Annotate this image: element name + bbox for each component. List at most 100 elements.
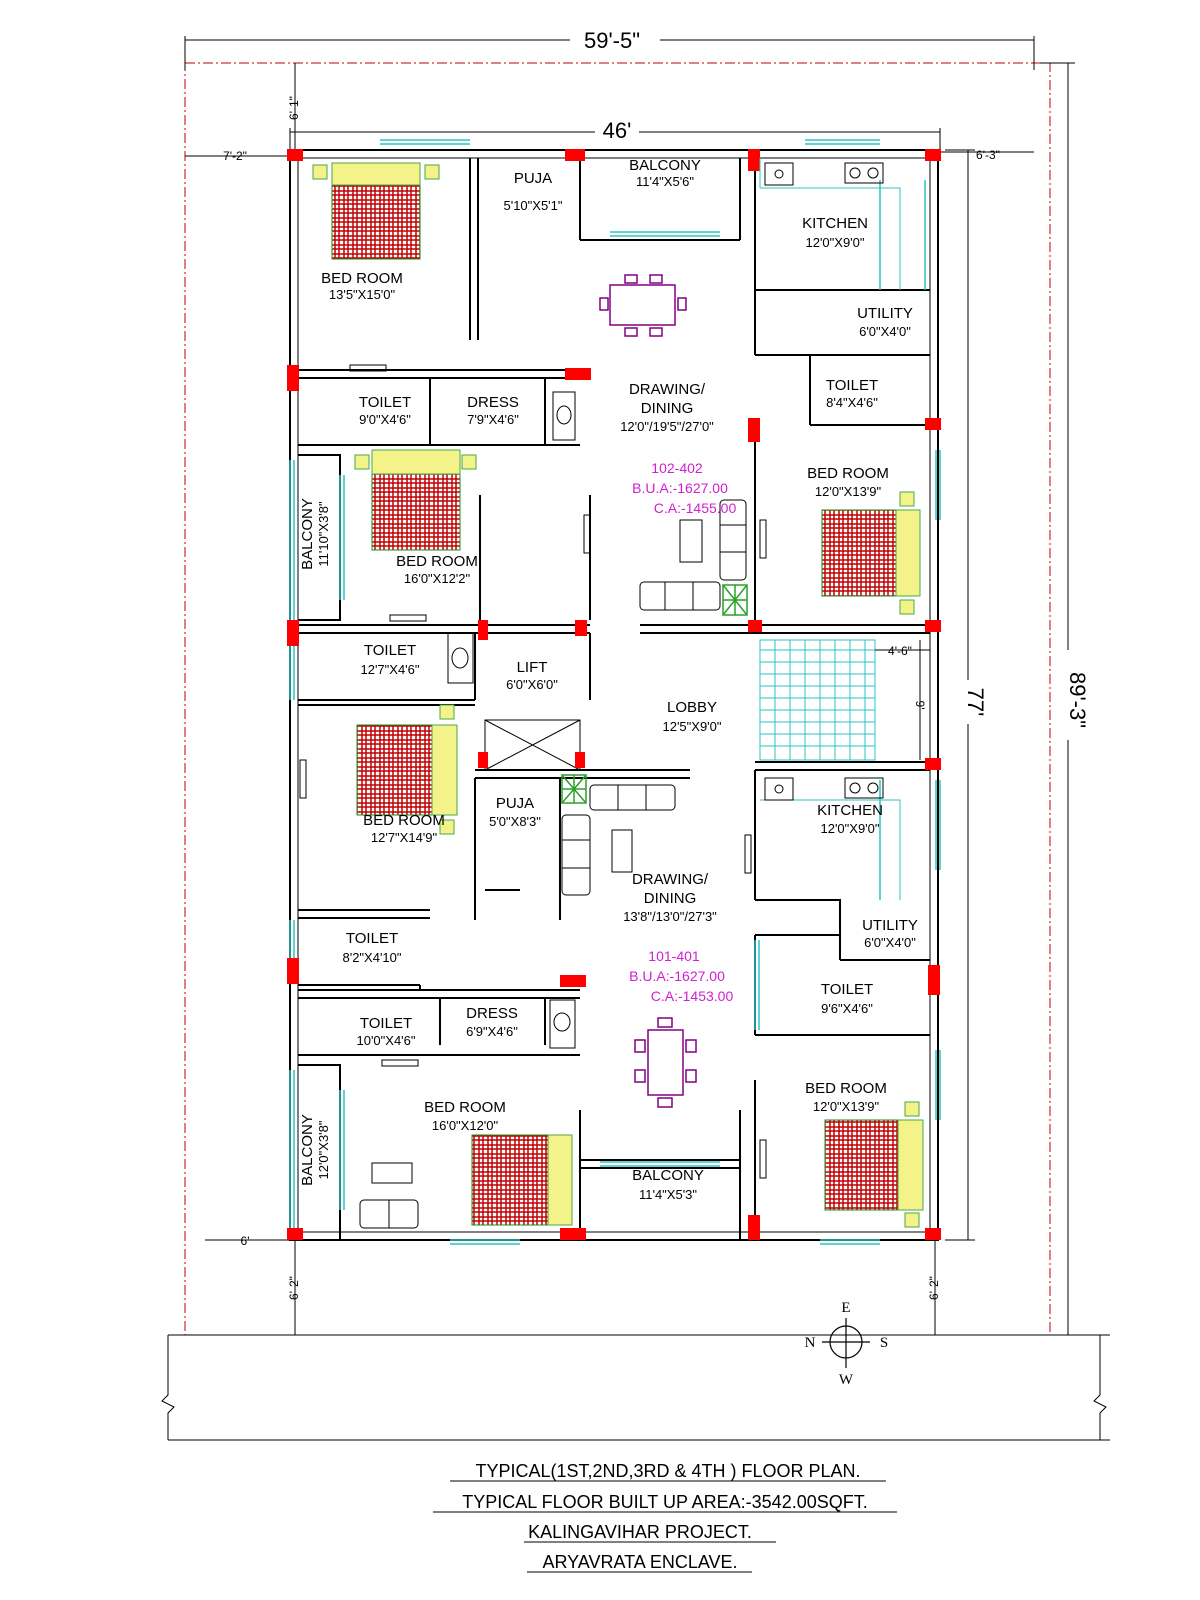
room-label: BED ROOM xyxy=(396,553,478,570)
bed-icon xyxy=(821,491,921,615)
room-size: 9'6"X4'6" xyxy=(821,1001,873,1016)
room-label: LIFT xyxy=(517,659,548,676)
room-label: UTILITY xyxy=(862,917,918,934)
room-label: BALCONY xyxy=(632,1167,704,1184)
room-label: KITCHEN xyxy=(817,802,883,819)
outer-walls xyxy=(289,149,939,1241)
dining-table-icon xyxy=(634,1017,697,1108)
room-size: 12'0"X9'0" xyxy=(805,235,864,250)
room-label: BALCONY xyxy=(299,1114,316,1186)
overall-width-dimension: 59'-5" xyxy=(184,28,1035,70)
dining-table-icon xyxy=(599,274,687,337)
room-size: 6'0"X6'0" xyxy=(506,677,558,692)
furniture xyxy=(299,158,924,1229)
title-block: TYPICAL(1ST,2ND,3RD & 4TH ) FLOOR PLAN. … xyxy=(433,1461,897,1573)
bed-icon xyxy=(824,1101,924,1228)
room-labels: BED ROOM 13'5"X15'0" PUJA 5'10"X5'1" BAL… xyxy=(299,157,918,1202)
setback-bottom-left-label: 6'-2" xyxy=(287,1276,301,1300)
room-size: 8'4"X4'6" xyxy=(826,395,878,410)
setback-left-bottom-label: 6' xyxy=(241,1234,250,1248)
room-label: BED ROOM xyxy=(424,1099,506,1116)
room-label: DINING xyxy=(644,890,697,907)
room-size: 11'4"X5'3" xyxy=(639,1187,697,1202)
room-size: 16'0"X12'0" xyxy=(432,1118,499,1133)
room-size: 12'0"X9'0" xyxy=(820,821,879,836)
room-label: LOBBY xyxy=(667,699,717,716)
compass-north: N xyxy=(805,1335,816,1351)
room-label: DRESS xyxy=(466,1005,518,1022)
setback-left-label: 7'-2" xyxy=(223,149,247,163)
room-size: 6'0"X4'0" xyxy=(864,935,916,950)
room-size: 7'9"X4'6" xyxy=(467,412,519,427)
room-size: 13'5"X15'0" xyxy=(329,287,396,302)
setback-right-label: 6'-3" xyxy=(976,148,1000,162)
room-size: 16'0"X12'2" xyxy=(404,571,471,586)
stair-width-label: 4'-6" xyxy=(888,644,912,658)
stair-depth-label: 9' xyxy=(913,701,927,710)
bed-icon xyxy=(356,704,458,835)
building-depth-label: 77' xyxy=(963,688,988,717)
room-size: 11'10"X3'8" xyxy=(316,501,331,567)
room-label: TOILET xyxy=(364,642,416,659)
room-label: DRESS xyxy=(467,394,519,411)
compass-south: S xyxy=(880,1335,888,1351)
building-width-dimension: 46' xyxy=(289,118,941,150)
compass-west: W xyxy=(839,1372,854,1388)
room-label: BED ROOM xyxy=(363,812,445,829)
door-icon xyxy=(299,364,767,1179)
bed-icon xyxy=(354,449,477,551)
flat-bua: B.U.A:-1627.00 xyxy=(632,480,728,496)
flat-info-upper: 102-402 B.U.A:-1627.00 C.A:-1455.00 xyxy=(632,460,736,516)
room-label: DRAWING/ xyxy=(632,871,709,888)
compass-east: E xyxy=(841,1300,850,1316)
room-size: 10'0"X4'6" xyxy=(356,1033,415,1048)
setback-dimensions: 6'-1" 7'-2" 6'-3" 6'-2" 6'-2" 6' xyxy=(185,63,1034,1335)
room-label: BED ROOM xyxy=(807,465,889,482)
overall-depth-label: 89'-3" xyxy=(1065,672,1090,728)
room-size: 5'0"X8'3" xyxy=(489,814,541,829)
room-size: 8'2"X4'10" xyxy=(342,950,401,965)
flat-ca: C.A:-1453.00 xyxy=(651,988,734,1004)
sink-icon xyxy=(447,162,884,1049)
overall-width-label: 59'-5" xyxy=(584,28,640,53)
sofa-icon xyxy=(359,499,747,1229)
note-line-2: TYPICAL FLOOR BUILT UP AREA:-3542.00SQFT… xyxy=(462,1492,867,1512)
windows xyxy=(289,139,941,1245)
note-line-4: ARYAVRATA ENCLAVE. xyxy=(542,1552,737,1572)
flat-number: 101-401 xyxy=(648,948,700,964)
room-size: 11'4"X5'6" xyxy=(636,174,694,189)
flat-bua: B.U.A:-1627.00 xyxy=(629,968,725,984)
room-label: BALCONY xyxy=(629,157,701,174)
room-size: 9'0"X4'6" xyxy=(359,412,411,427)
bed-icon xyxy=(312,162,440,260)
columns xyxy=(287,149,941,1240)
room-size: 12'0"X13'9" xyxy=(815,484,882,499)
setback-top-label: 6'-1" xyxy=(287,96,301,120)
room-label: DRAWING/ xyxy=(629,381,706,398)
setback-bottom-right-label: 6'-2" xyxy=(927,1276,941,1300)
interior-walls: 4'-6" 9' xyxy=(298,158,930,1240)
room-label: TOILET xyxy=(359,394,411,411)
room-label: TOILET xyxy=(826,377,878,394)
room-label: TOILET xyxy=(346,930,398,947)
room-label: KITCHEN xyxy=(802,215,868,232)
plant-icon xyxy=(561,584,748,804)
room-label: BED ROOM xyxy=(321,270,403,287)
bed-icon xyxy=(471,1134,573,1226)
room-label: TOILET xyxy=(360,1015,412,1032)
flat-ca: C.A:-1455.00 xyxy=(654,500,737,516)
room-size: 6'9"X4'6" xyxy=(466,1024,518,1039)
room-size: 12'0"X3'8" xyxy=(316,1120,331,1179)
room-size: 5'10"X5'1" xyxy=(503,198,562,213)
room-size: 12'7"X4'6" xyxy=(360,662,419,677)
room-label: DINING xyxy=(641,400,694,417)
kitchen-counter xyxy=(759,158,901,900)
road-lines xyxy=(161,1334,1110,1441)
room-size: 12'7"X14'9" xyxy=(371,830,438,845)
room-size: 12'0"/19'5"/27'0" xyxy=(620,419,714,434)
staircase: 4'-6" 9' xyxy=(759,639,930,761)
flat-number: 102-402 xyxy=(651,460,703,476)
room-label: PUJA xyxy=(496,795,534,812)
room-label: PUJA xyxy=(514,170,552,187)
